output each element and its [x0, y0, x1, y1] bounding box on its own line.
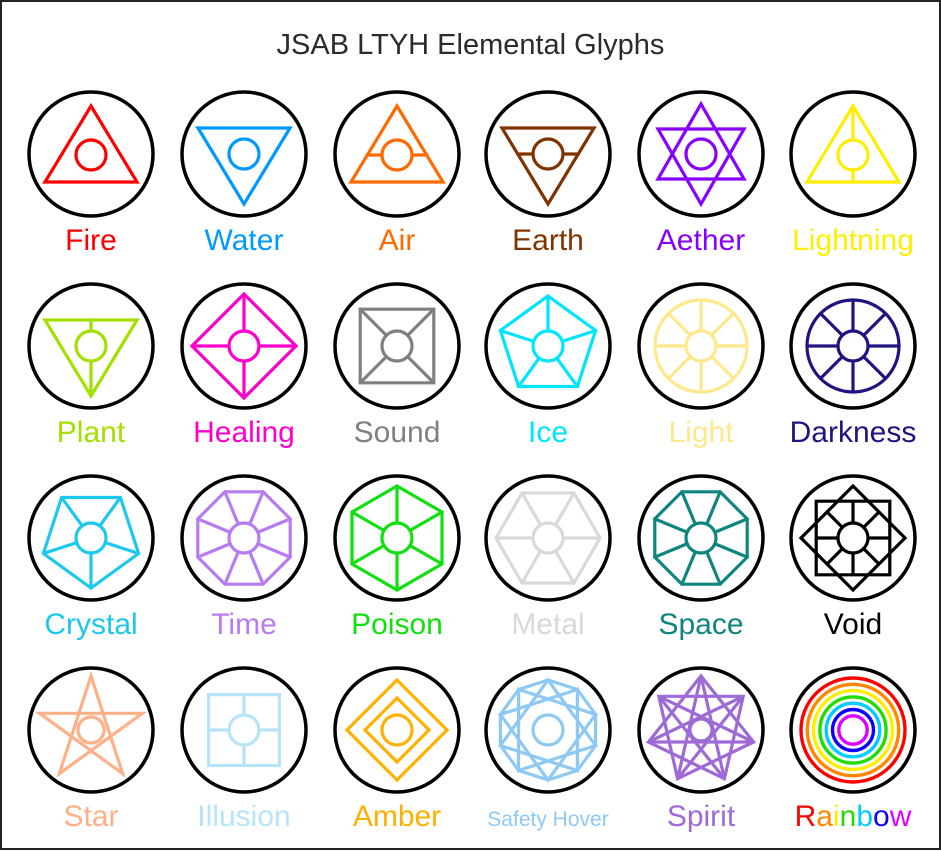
- glyph-label: Earth: [512, 224, 584, 257]
- glyph-label: Lightning: [792, 224, 914, 257]
- glyph-ring: [180, 474, 308, 602]
- amber-icon: [344, 677, 450, 783]
- crystal-icon: [41, 495, 141, 590]
- glyph-label: Time: [211, 608, 277, 641]
- rainbow-icon: [799, 676, 907, 784]
- glyph-fire: Fire: [27, 90, 155, 257]
- glyph-label: Space: [658, 608, 743, 641]
- glyph-space: Space: [637, 474, 765, 641]
- glyph-crystal: Crystal: [27, 474, 155, 641]
- sound-icon: [358, 307, 436, 385]
- glyph-earth: Earth: [484, 90, 612, 257]
- glyph-ring: [484, 666, 612, 794]
- glyph-label: Light: [668, 416, 734, 449]
- glyph-ring: [789, 666, 917, 794]
- darkness-icon: [805, 298, 901, 394]
- ice-icon: [498, 294, 598, 389]
- glyph-ice: Ice: [484, 282, 612, 449]
- water-icon: [195, 126, 293, 208]
- light-icon: [653, 298, 749, 394]
- glyph-label: Poison: [351, 608, 443, 641]
- illusion-icon: [207, 692, 281, 768]
- spirit-icon: [645, 673, 757, 782]
- glyph-ring: [637, 666, 765, 794]
- glyph-lightning: Lightning: [789, 90, 917, 257]
- glyph-water: Water: [180, 90, 308, 257]
- glyph-time: Time: [180, 474, 308, 641]
- space-icon: [653, 490, 749, 586]
- aether-icon: [655, 100, 747, 208]
- safety-hover-icon: [497, 677, 599, 783]
- glyph-ring: [789, 90, 917, 218]
- plant-icon: [42, 318, 140, 400]
- glyph-light: Light: [637, 282, 765, 449]
- void-icon: [798, 483, 908, 593]
- glyph-label: Aether: [657, 224, 745, 257]
- healing-icon: [189, 291, 299, 401]
- glyph-ring: [637, 90, 765, 218]
- fire-icon: [42, 102, 140, 184]
- glyph-plant: Plant: [27, 282, 155, 449]
- glyph-ring: [333, 282, 461, 410]
- page-title: JSAB LTYH Elemental Glyphs: [276, 29, 665, 61]
- glyph-label: Ice: [528, 416, 568, 449]
- earth-icon: [499, 126, 597, 208]
- glyph-label: Metal: [511, 608, 584, 641]
- glyph-void: Void: [789, 474, 917, 641]
- air-icon: [348, 102, 446, 184]
- glyph-label: Darkness: [790, 416, 917, 449]
- glyph-label: Crystal: [44, 608, 137, 641]
- glyph-metal: Metal: [484, 474, 612, 641]
- glyph-ring: [27, 666, 155, 794]
- glyph-ring: [180, 666, 308, 794]
- glyph-star: Star: [27, 666, 155, 833]
- glyph-label: Safety Hover: [487, 808, 608, 831]
- glyph-ring: [333, 90, 461, 218]
- glyph-rainbow: Rainbow: [789, 666, 917, 833]
- glyph-amber: Amber: [333, 666, 461, 833]
- glyph-ring: [789, 474, 917, 602]
- time-icon: [196, 490, 292, 586]
- glyph-darkness: Darkness: [789, 282, 917, 449]
- glyph-label: Illusion: [197, 800, 290, 833]
- glyph-ring: [27, 282, 155, 410]
- glyph-label: Rainbow: [795, 800, 912, 833]
- glyph-poison: Poison: [333, 474, 461, 641]
- glyph-label: Star: [63, 800, 118, 833]
- glyph-label: Plant: [57, 416, 126, 449]
- glyph-illusion: Illusion: [180, 666, 308, 833]
- glyph-ring: [484, 474, 612, 602]
- glyph-ring: [180, 282, 308, 410]
- glyph-sound: Sound: [333, 282, 461, 449]
- glyph-air: Air: [333, 90, 461, 257]
- glyph-healing: Healing: [180, 282, 308, 449]
- glyph-spirit: Spirit: [637, 666, 765, 833]
- glyph-safety-hover: Safety Hover: [484, 666, 612, 831]
- glyph-ring: [333, 666, 461, 794]
- glyph-label: Spirit: [667, 800, 736, 833]
- lightning-icon: [804, 102, 902, 184]
- glyph-label: Fire: [65, 224, 117, 257]
- glyph-aether: Aether: [637, 90, 765, 257]
- star-icon: [34, 670, 148, 778]
- glyph-label: Amber: [353, 800, 441, 833]
- glyph-ring: [484, 90, 612, 218]
- glyph-label: Air: [379, 224, 416, 257]
- poison-icon: [350, 484, 444, 592]
- glyph-label: Void: [824, 608, 882, 641]
- glyph-ring: [637, 474, 765, 602]
- glyph-ring: [333, 474, 461, 602]
- glyph-ring: [27, 90, 155, 218]
- glyph-label: Sound: [354, 416, 441, 449]
- glyph-label: Water: [205, 224, 284, 257]
- glyph-ring: [180, 90, 308, 218]
- glyph-label: Healing: [193, 416, 295, 449]
- metal-icon: [494, 491, 602, 585]
